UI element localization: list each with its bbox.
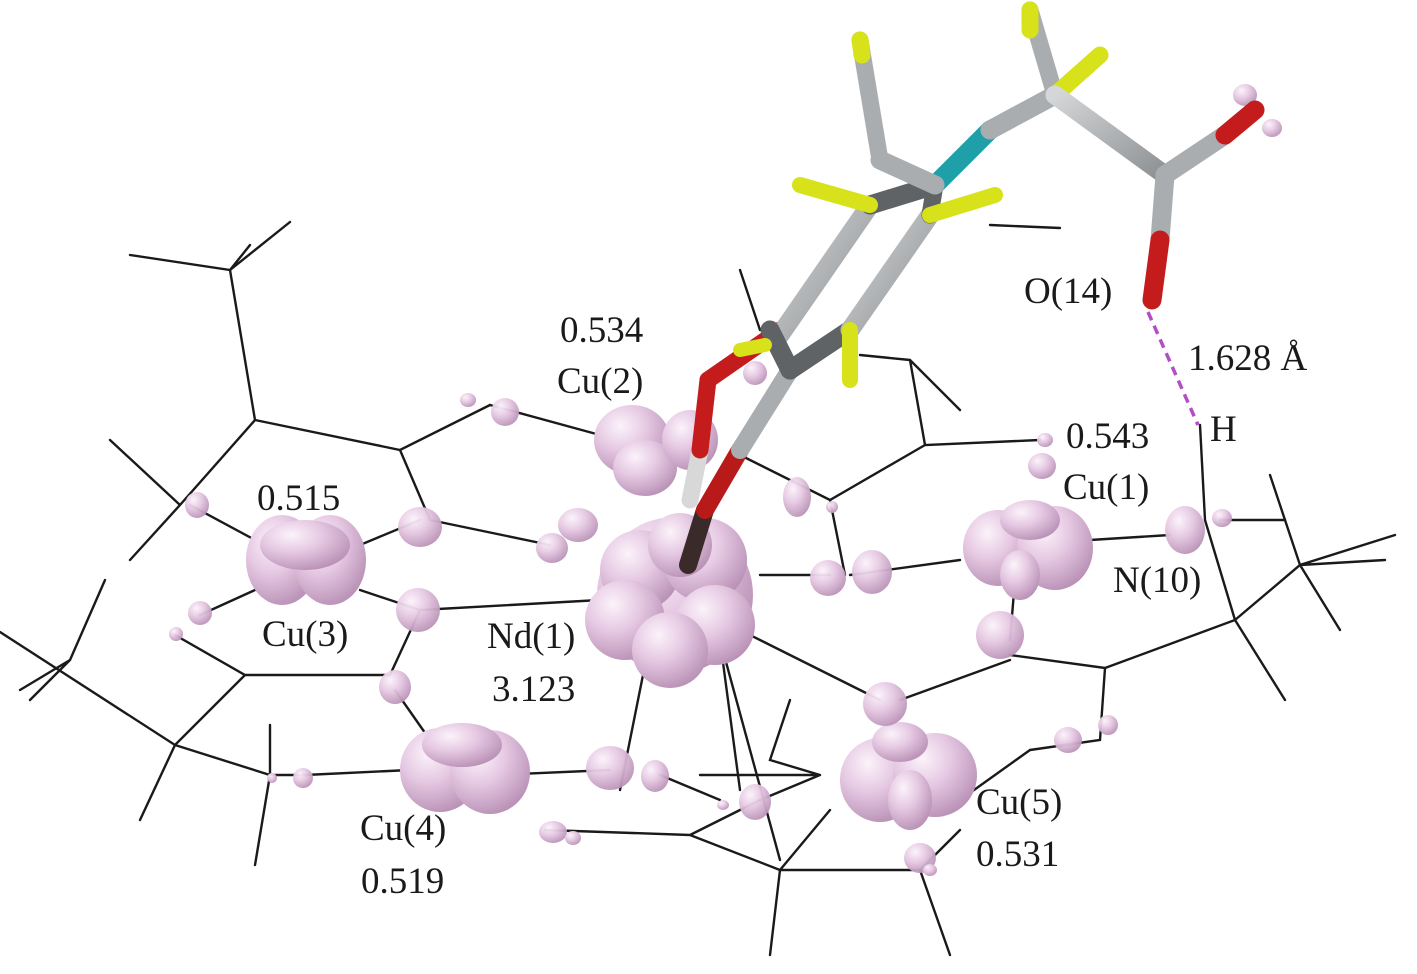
cu2-spin-lobe — [594, 405, 718, 496]
cu1-spin-lobe — [963, 500, 1093, 600]
label-nd1-value: 3.123 — [492, 669, 575, 710]
cu4-spin-lobe — [400, 723, 530, 814]
cu5-spin-lobe — [840, 722, 977, 830]
ligand-tube-model — [679, 1, 1265, 574]
label-nd1: Nd(1) — [487, 616, 575, 657]
label-cu2-value: 0.534 — [560, 310, 643, 351]
label-cu5-value: 0.531 — [976, 834, 1059, 875]
label-cu3-value: 0.515 — [257, 478, 340, 519]
hydrogen-bond-dashed-line — [1146, 311, 1200, 426]
cu3-spin-lobe — [246, 515, 366, 605]
label-cu1: Cu(1) — [1063, 467, 1149, 508]
label-o14: O(14) — [1024, 271, 1112, 312]
label-h: H — [1210, 409, 1237, 450]
label-cu2: Cu(2) — [557, 361, 643, 402]
label-hbond-distance: 1.628 Å — [1188, 338, 1308, 379]
label-cu1-value: 0.543 — [1066, 416, 1149, 457]
label-n10: N(10) — [1113, 560, 1201, 601]
atom-labels: O(14) 1.628 Å H 0.534 Cu(2) 0.543 Cu(1) … — [257, 271, 1308, 902]
label-cu3: Cu(3) — [262, 614, 348, 655]
spin-density-lobes — [169, 84, 1282, 876]
small-spin-lobes — [169, 84, 1282, 876]
nd1-spin-lobe — [585, 513, 755, 688]
label-cu5: Cu(5) — [976, 782, 1062, 823]
label-cu4-value: 0.519 — [361, 861, 444, 902]
label-cu4: Cu(4) — [360, 808, 446, 849]
